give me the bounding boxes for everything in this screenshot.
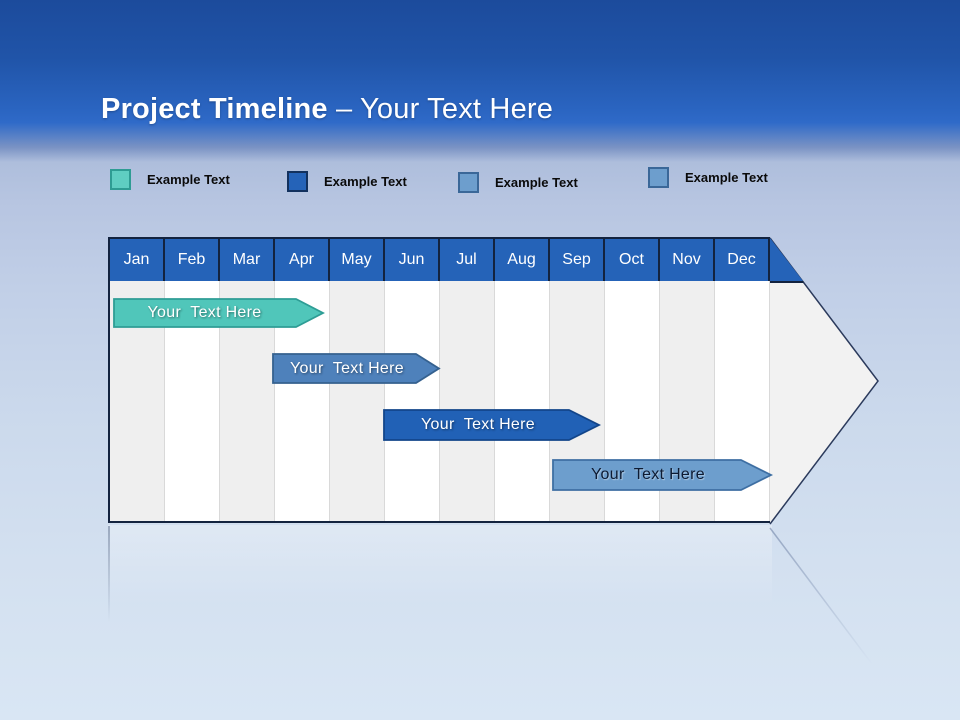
gantt-bar-4-shape: [552, 459, 774, 491]
month-cell-jan: Jan: [110, 239, 165, 281]
month-header-row: Jan Feb Mar Apr May Jun Jul Aug Sep Oct …: [110, 239, 770, 281]
legend-label: Example Text: [685, 169, 768, 185]
month-cell-oct: Oct: [605, 239, 660, 281]
grid-column: [495, 281, 550, 521]
legend-label: Example Text: [324, 173, 407, 189]
gantt-bar-1-shape: [113, 298, 325, 328]
legend-swatch-darkblue: [287, 170, 308, 192]
gantt-bar-2-shape: [272, 353, 441, 384]
legend-item-1[interactable]: Example Text: [110, 168, 230, 190]
page-title-main: Project Timeline: [101, 93, 328, 125]
legend-label: Example Text: [147, 171, 230, 187]
month-cell-feb: Feb: [165, 239, 220, 281]
gantt-bar-3-label: Your Text Here: [421, 416, 535, 433]
reflection-arrow-edge: [769, 527, 873, 665]
legend-label: Example Text: [495, 174, 578, 190]
arrowhead-header-sliver: [770, 238, 803, 281]
legend-item-4[interactable]: Example Text: [648, 166, 768, 188]
month-cell-dec: Dec: [715, 239, 768, 281]
gantt-bar-1-label: Your Text Here: [147, 304, 262, 321]
month-cell-jul: Jul: [440, 239, 495, 281]
month-cell-may: May: [330, 239, 385, 281]
month-cell-sep: Sep: [550, 239, 605, 281]
timeline-table: Jan Feb Mar Apr May Jun Jul Aug Sep Oct …: [108, 237, 770, 523]
gantt-bar-3[interactable]: Your Text Here: [383, 409, 602, 441]
gantt-bar-2[interactable]: Your Text Here: [272, 353, 441, 384]
gantt-bar-4[interactable]: Your Text Here: [552, 459, 774, 491]
arrowhead-shape: [769, 237, 879, 525]
legend-swatch-teal: [110, 168, 131, 190]
grid-column: [330, 281, 385, 521]
legend-item-3[interactable]: Example Text: [458, 171, 578, 193]
table-reflection: [108, 525, 772, 605]
month-cell-apr: Apr: [275, 239, 330, 281]
gantt-bar-1[interactable]: Your Text Here: [113, 298, 325, 328]
month-cell-nov: Nov: [660, 239, 715, 281]
month-cell-jun: Jun: [385, 239, 440, 281]
reflection-left-edge: [108, 526, 110, 622]
legend-swatch-steelblue: [648, 166, 669, 188]
grid-column: [385, 281, 440, 521]
timeline-arrowhead: [769, 237, 879, 525]
month-cell-aug: Aug: [495, 239, 550, 281]
month-cell-mar: Mar: [220, 239, 275, 281]
legend-item-2[interactable]: Example Text: [287, 170, 407, 192]
grid-column: [440, 281, 495, 521]
gantt-bar-2-label: Your Text Here: [290, 359, 404, 377]
page-title-placeholder: – Your Text Here: [327, 93, 554, 125]
page-title[interactable]: Project Timeline – Your Text Here: [68, 60, 553, 159]
gantt-bar-3-shape: [383, 409, 602, 441]
legend-swatch-steelblue: [458, 171, 479, 193]
gantt-bar-4-label: Your Text Here: [591, 466, 705, 483]
